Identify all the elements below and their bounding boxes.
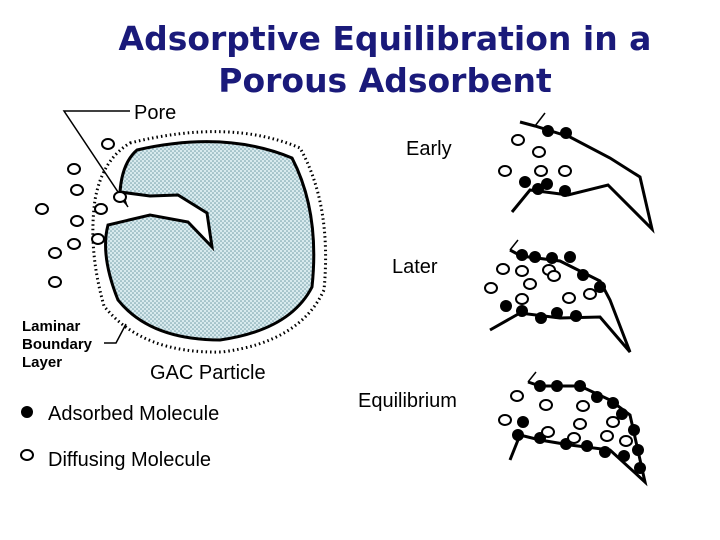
laminar-label-line-2: Boundary bbox=[22, 336, 93, 353]
pore-wall bbox=[489, 248, 632, 353]
page-title: Adsorptive Equilibration in a Porous Ads… bbox=[60, 18, 710, 102]
laminar-boundary-layer-label: Laminar Boundary Layer bbox=[22, 318, 92, 372]
pore-equilibrium bbox=[498, 371, 648, 487]
gac-particle bbox=[91, 130, 328, 354]
gac-particle-label: GAC Particle bbox=[150, 362, 266, 384]
pore-wall bbox=[510, 120, 655, 234]
laminar-pointer bbox=[104, 323, 127, 344]
legend-diffusing-label: Diffusing Molecule bbox=[48, 449, 212, 471]
equilibrium-label: Equilibrium bbox=[358, 390, 457, 412]
title-line-1: Adsorptive Equilibration in a bbox=[118, 19, 652, 58]
laminar-label-line-3: Layer bbox=[22, 354, 63, 371]
particle-body bbox=[104, 140, 316, 342]
later-label: Later bbox=[392, 256, 438, 278]
pore-early bbox=[498, 112, 655, 234]
legend-adsorbed-label: Adsorbed Molecule bbox=[48, 403, 220, 425]
pore-label: Pore bbox=[134, 102, 177, 124]
pore-later bbox=[484, 239, 632, 353]
diffusing-molecules bbox=[35, 138, 127, 288]
title-line-2: Porous Adsorbent bbox=[218, 61, 552, 100]
legend-diffusing-symbol bbox=[20, 449, 34, 461]
laminar-label-line-1: Laminar bbox=[22, 318, 81, 335]
pore-wall bbox=[508, 380, 648, 487]
legend-adsorbed-symbol bbox=[21, 406, 33, 418]
early-label: Early bbox=[406, 138, 452, 160]
